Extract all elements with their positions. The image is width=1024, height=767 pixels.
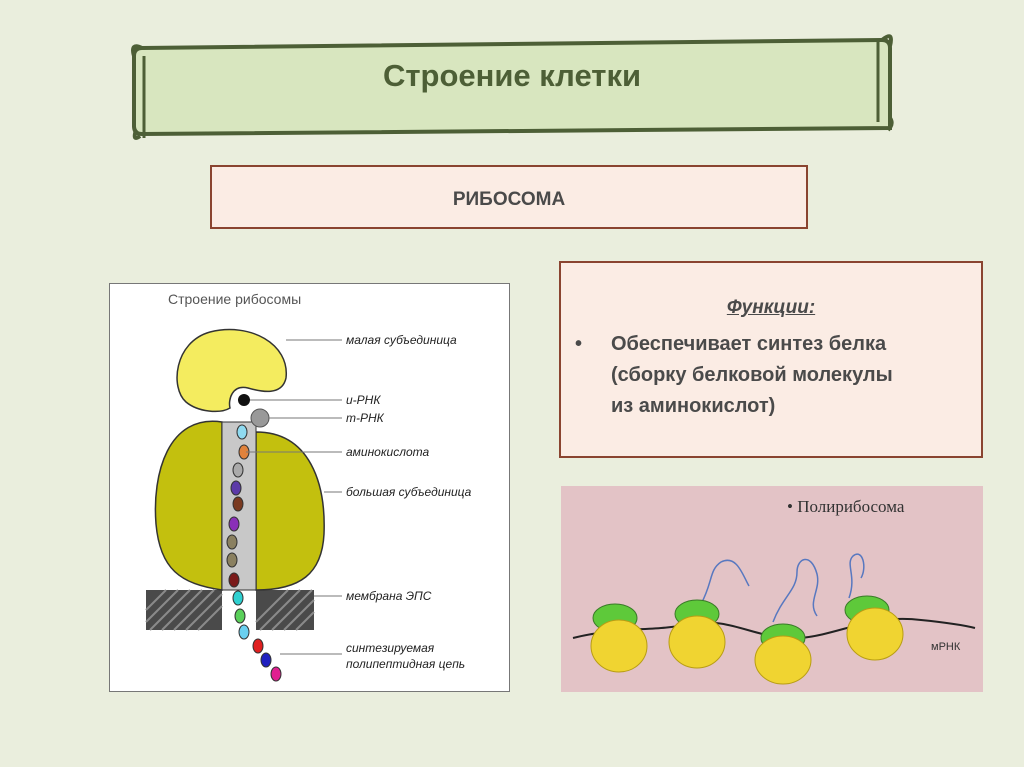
title-scroll-banner	[131, 34, 894, 140]
slide-title: Строение клетки	[382, 58, 642, 93]
label-chain-line1: синтезируемая	[346, 641, 435, 655]
polypeptide-strands	[700, 553, 865, 623]
function-line: из аминокислот)	[611, 395, 776, 417]
ribosome-4	[844, 595, 904, 661]
ribosome-2	[668, 599, 726, 669]
ribosome-3	[754, 623, 812, 685]
function-item: • Обеспечивает синтез белка (сборку белк…	[575, 329, 975, 422]
function-line: Обеспечивает синтез белка	[611, 333, 887, 355]
ribosome-structure-diagram: Строение рибосомы	[109, 283, 510, 692]
label-small-subunit: малая субъединица	[346, 333, 457, 347]
amino-acid-chain	[226, 424, 282, 682]
functions-list: • Обеспечивает синтез белка (сборку белк…	[575, 329, 975, 422]
polysome-caption: • Полирибосома	[787, 497, 905, 516]
polysome-illustration: • Полирибосома мРНК	[561, 486, 983, 692]
mrna-label: мРНК	[931, 641, 961, 653]
label-chain-line2: полипептидная цепь	[346, 657, 465, 671]
u-rna-dot	[238, 394, 250, 406]
subtitle-box: РИБОСОМА	[210, 165, 808, 229]
functions-heading: Функции:	[726, 297, 816, 318]
large-subunit	[154, 420, 223, 591]
function-line: (сборку белковой молекулы	[611, 364, 893, 386]
label-u-rna: u-РНК	[346, 393, 381, 407]
bullet-icon: •	[575, 333, 583, 355]
label-amino-acid: аминокислота	[346, 445, 429, 459]
label-large-subunit: большая субъединица	[346, 485, 472, 499]
label-m-rna: m-РНК	[346, 411, 385, 425]
small-subunit	[176, 328, 287, 413]
slide-subtitle: РИБОСОМА	[452, 189, 566, 210]
large-subunit-right	[255, 431, 325, 591]
functions-box: Функции: • Обеспечивает синтез белка (сб…	[559, 261, 983, 458]
label-er-membrane: мембрана ЭПС	[346, 589, 432, 603]
ribosome-1	[590, 603, 648, 673]
diagram-heading: Строение рибосомы	[168, 291, 301, 307]
m-rna-dot	[250, 408, 270, 428]
